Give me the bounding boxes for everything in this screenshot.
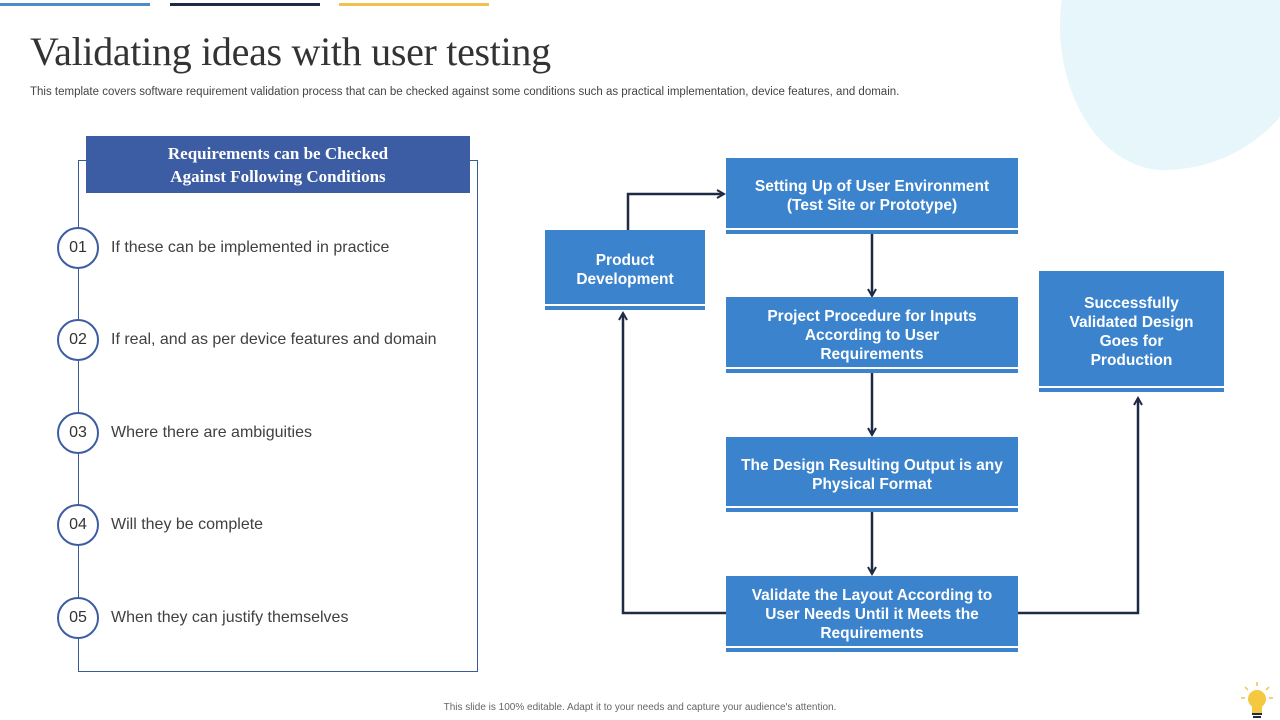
flow-box-procedure-text: Project Procedure for Inputs According t… <box>767 307 977 363</box>
arrow-product-to-setup <box>626 194 724 230</box>
flow-box-validate: Validate the Layout According to User Ne… <box>726 576 1018 652</box>
conditions-panel-header: Requirements can be Checked Against Foll… <box>86 136 470 193</box>
flow-box-procedure: Project Procedure for Inputs According t… <box>726 297 1018 373</box>
flow-box-setup-text: Setting Up of User Environment (Test Sit… <box>754 178 990 214</box>
flow-box-validate-text: Validate the Layout According to User Ne… <box>751 586 993 642</box>
arrow-validate-to-product <box>623 313 726 615</box>
condition-number: 05 <box>57 597 99 639</box>
flow-box-design-output: The Design Resulting Output is any Physi… <box>726 437 1018 512</box>
condition-text: If real, and as per device features and … <box>111 331 437 348</box>
condition-text: If these can be implemented in practice <box>111 239 390 256</box>
arrow-validate-to-success <box>1018 398 1138 615</box>
page-subtitle: This template covers software requiremen… <box>30 86 900 98</box>
condition-text: Where there are ambiguities <box>111 424 312 441</box>
condition-number: 01 <box>57 227 99 269</box>
flow-box-design-text: The Design Resulting Output is any Physi… <box>741 456 1003 493</box>
footer-note: This slide is 100% editable. Adapt it to… <box>443 702 837 713</box>
flow-box-product-text: Product Development <box>576 252 674 288</box>
flow-box-setup: Setting Up of User Environment (Test Sit… <box>726 158 1018 234</box>
condition-item: 03 Where there are ambiguities <box>57 412 312 454</box>
condition-item: 02 If real, and as per device features a… <box>57 319 437 361</box>
condition-number: 02 <box>57 319 99 361</box>
flow-box-success: Successfully Validated Design Goes for P… <box>1039 271 1224 392</box>
top-accent-bar-blue <box>0 3 150 6</box>
top-accent-bar-navy <box>170 3 320 6</box>
top-accent-bar-yellow <box>339 3 489 6</box>
condition-number: 03 <box>57 412 99 454</box>
condition-item: 05 When they can justify themselves <box>57 597 348 639</box>
conditions-panel-header-text: Requirements can be Checked Against Foll… <box>167 143 389 186</box>
condition-text: Will they be complete <box>111 516 264 533</box>
page-title: Validating ideas with user testing <box>30 29 551 74</box>
flow-box-product-development: Product Development <box>545 230 705 310</box>
condition-number: 04 <box>57 504 99 546</box>
condition-text: When they can justify themselves <box>111 609 349 626</box>
condition-item: 01 If these can be implemented in practi… <box>57 227 389 269</box>
condition-item: 04 Will they be complete <box>57 504 263 546</box>
lightbulb-icon <box>1241 682 1273 718</box>
flow-box-success-text: Successfully Validated Design Goes for P… <box>1069 294 1194 369</box>
